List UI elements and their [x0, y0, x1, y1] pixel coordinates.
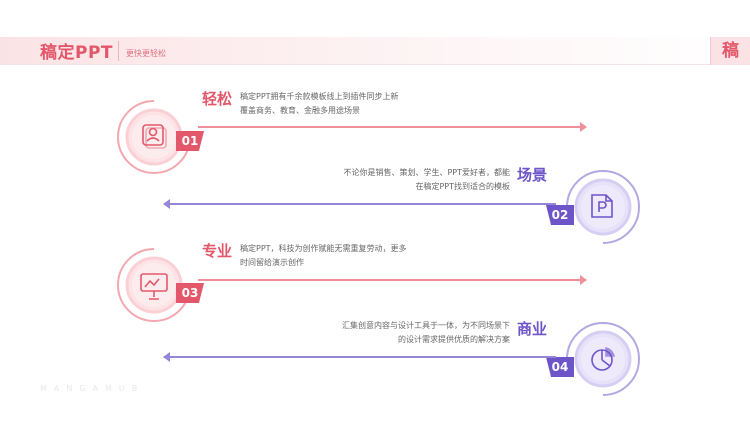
- user-frame-icon: [142, 124, 167, 149]
- row-3-line-2: 时间留给演示创作: [240, 258, 304, 267]
- row-2-circle: [566, 170, 640, 244]
- presentation-board-icon: [140, 273, 168, 300]
- row-2-line-1: 不论你是销售、策划、学生、PPT爱好者，都能: [343, 168, 510, 177]
- row-2-arrow: [163, 199, 556, 209]
- row-4-line-2: 的设计需求提供优质的解决方案: [398, 335, 510, 344]
- row-2-line-2: 在稿定PPT找到适合的模板: [415, 182, 510, 191]
- row-3-number: 03: [176, 283, 204, 303]
- row-1-arrow: [198, 122, 587, 132]
- row-1-circle: [117, 100, 191, 174]
- row-2-title: 场景: [517, 166, 548, 184]
- row-1-line-2: 覆盖商务、教育、金融多用途场景: [240, 106, 360, 115]
- watermark: MANGAMUB: [40, 384, 145, 393]
- row-4-circle: [566, 322, 640, 396]
- row-3-arrow: [198, 275, 587, 285]
- row-2-number: 02: [546, 205, 574, 225]
- pie-chart-icon: [591, 346, 616, 371]
- row-1-title: 轻松: [202, 90, 233, 108]
- brand-logo-text: 稿定PPT: [40, 43, 114, 63]
- row-1-badge: [112, 95, 196, 179]
- row-4-title: 商业: [517, 320, 548, 338]
- row-4-arrow: [163, 352, 556, 362]
- row-1-number: 01: [176, 131, 204, 151]
- row-2-badge: [561, 165, 645, 249]
- row-4-number: 04: [546, 357, 574, 377]
- row-1-line-1: 稿定PPT拥有千余款模板线上到插件同步上新: [240, 92, 399, 101]
- row-3-line-1: 稿定PPT，科技为创作赋能无需重复劳动，更多: [240, 244, 407, 253]
- header-band: [0, 37, 750, 65]
- header-tagline: 更快更轻松: [126, 49, 166, 58]
- row-3-title: 专业: [202, 242, 233, 260]
- corner-logo: 稿: [710, 37, 750, 65]
- ppt-file-icon: [591, 194, 613, 218]
- row-3-circle: [117, 248, 191, 322]
- brand-divider: [118, 41, 119, 61]
- row-4-badge: [561, 317, 645, 401]
- row-4-line-1: 汇集创意内容与设计工具于一体，为不同场景下: [342, 321, 510, 330]
- row-3-badge: [112, 243, 196, 327]
